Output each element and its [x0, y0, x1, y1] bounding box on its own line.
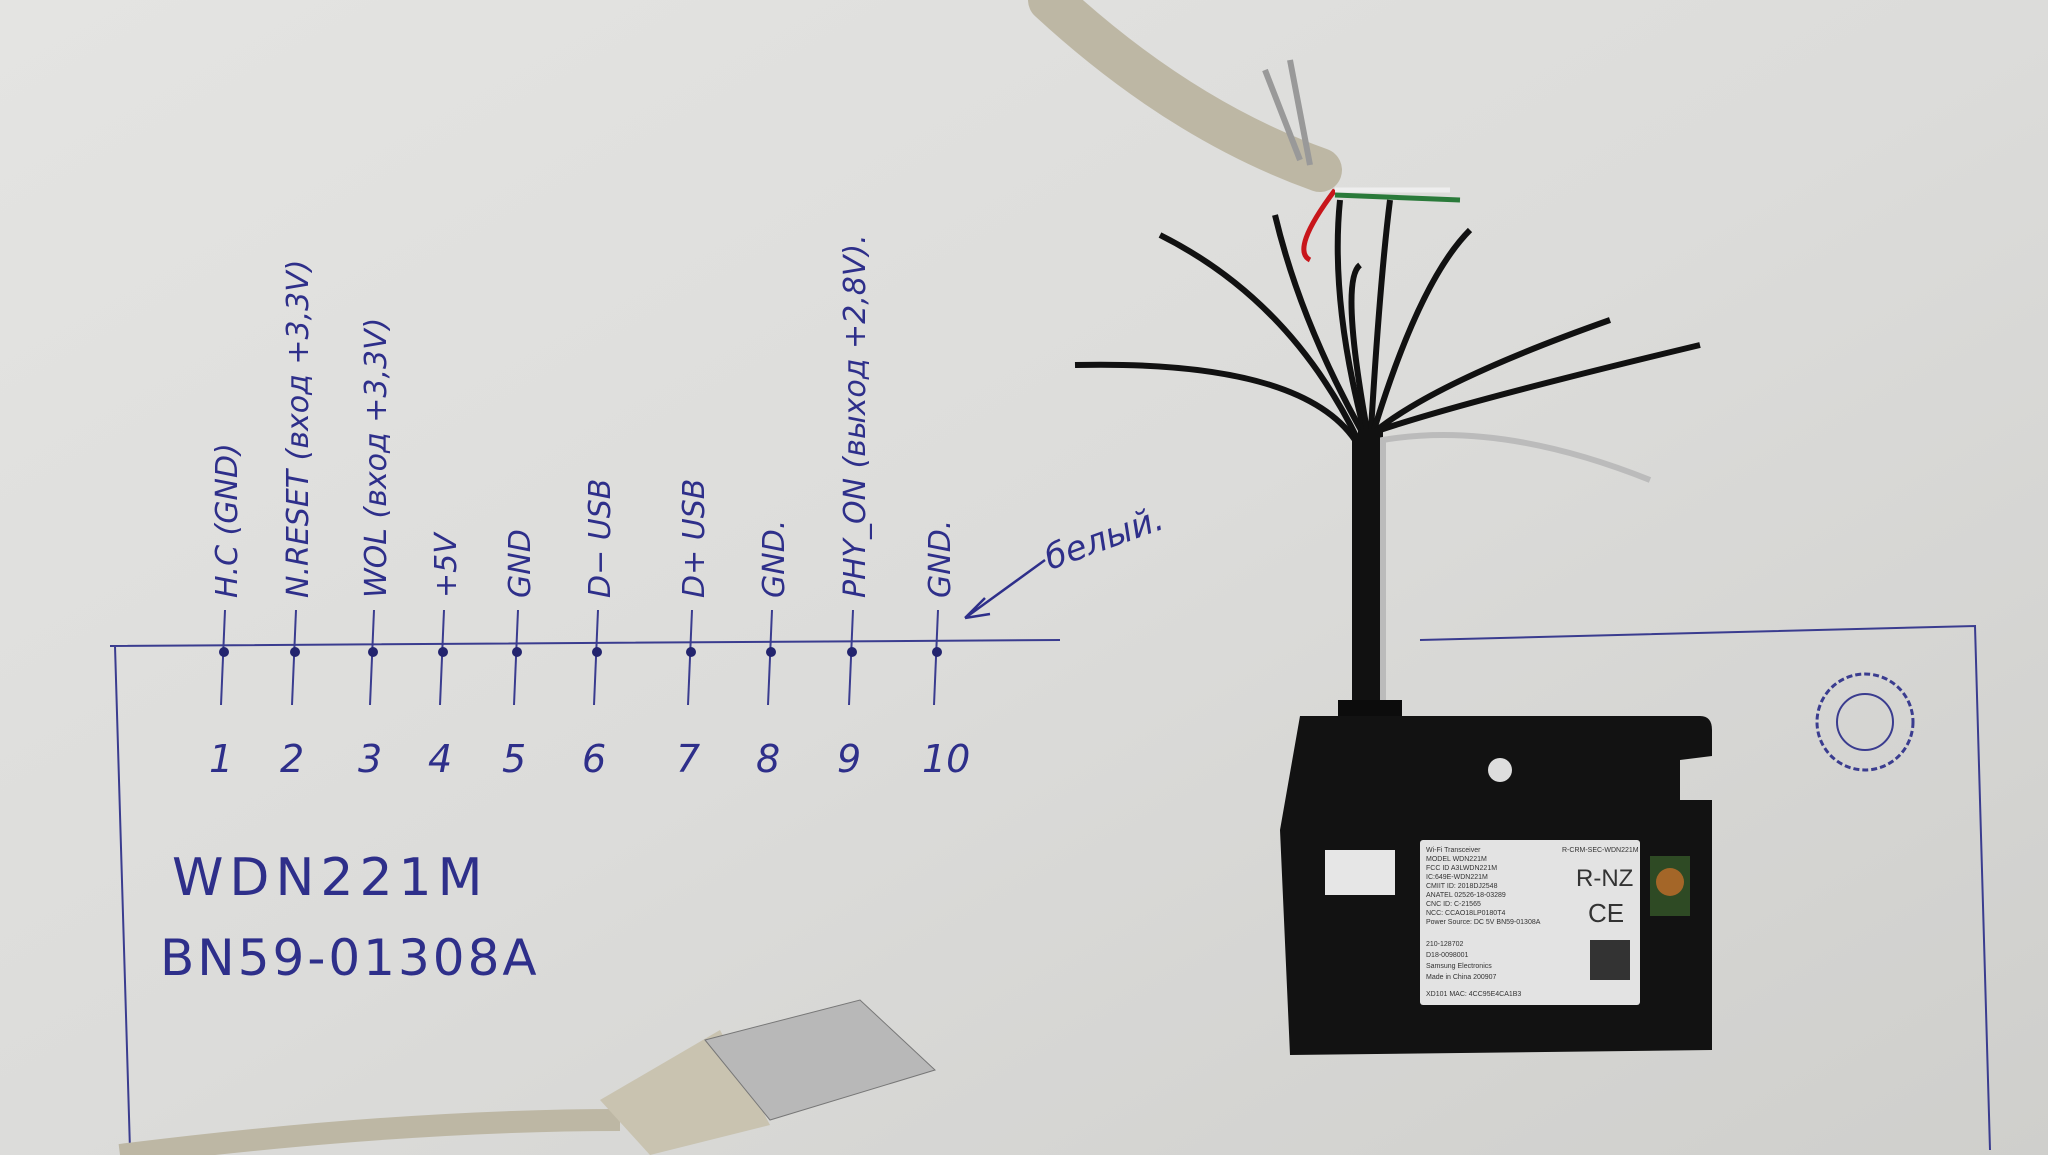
arrow-annotation — [964, 558, 1046, 620]
label-line: ANATEL 02526-18-03289 — [1426, 892, 1506, 899]
usb-plug-metal — [704, 999, 936, 1121]
ce-mark: CE — [1588, 898, 1624, 928]
qr-code — [1590, 940, 1630, 980]
wire-red — [1301, 188, 1338, 263]
label-line: MODEL WDN221M — [1426, 856, 1487, 863]
maker: Samsung Electronics — [1426, 963, 1492, 970]
pin-tick — [439, 609, 445, 706]
label-line: CMIIT ID: 2018DJ2548 — [1426, 883, 1498, 890]
pin-dot — [592, 647, 602, 657]
part-number-text: BN59-01308A — [160, 929, 540, 987]
pin-tick — [513, 609, 519, 706]
pin-tick — [848, 609, 854, 706]
model-text: WDN221M — [172, 848, 488, 908]
pin-number: 4 — [428, 737, 452, 781]
pin-number: 9 — [837, 737, 861, 781]
drawn-baseline — [109, 624, 1991, 1151]
rnz-mark: R-NZ — [1576, 865, 1633, 892]
pin-label: H.C (GND) — [210, 443, 245, 598]
pin-label: N.RESET (вход +3,3V) — [281, 260, 316, 598]
pin-number: 2 — [280, 737, 304, 781]
label-line: Wi-Fi Transceiver — [1426, 847, 1481, 854]
grey-cable — [1028, 0, 1342, 192]
label-line: Power Source: DC 5V BN59-01308A — [1426, 919, 1541, 926]
made-in: Made in China 200907 — [1426, 974, 1497, 981]
pin-label: PHY_ON (выход +2,8V). — [838, 234, 873, 598]
pin-tick — [369, 609, 375, 706]
pinout-diagram: H.C (GND) 1 N.RESET (вход +3,3V) 2 WOL (вход… — [209, 234, 970, 781]
antenna-port — [1656, 868, 1684, 896]
pin-number: 7 — [676, 737, 700, 781]
label-line: CNC ID: C-21565 — [1426, 901, 1481, 908]
doodle-inner — [1836, 693, 1894, 751]
pin-dot — [766, 647, 776, 657]
pin-label: GND. — [923, 520, 958, 598]
pin-number: 10 — [922, 737, 970, 781]
wire-green — [1334, 192, 1461, 203]
pin-number: 1 — [209, 737, 233, 781]
pin-number: 5 — [502, 737, 526, 781]
doodle-circle — [1815, 672, 1915, 772]
pin-dot — [438, 647, 448, 657]
jp-code-1: 210-128702 — [1426, 941, 1463, 948]
pin-label: D+ USB — [677, 479, 712, 598]
module-connector — [1325, 850, 1395, 895]
mac-address: XD101 MAC: 4CC95E4CA1B3 — [1426, 991, 1521, 998]
pin-tick — [767, 609, 773, 706]
pin-label: +5V — [429, 531, 464, 598]
pin-tick — [687, 609, 693, 706]
pin-tick — [593, 609, 599, 706]
kc-code: R-CRM-SEC-WDN221M — [1562, 847, 1639, 854]
pin-number: 6 — [582, 737, 606, 781]
shield-braid — [1262, 59, 1313, 166]
module-hole — [1488, 758, 1512, 782]
usb-cable — [118, 1109, 621, 1155]
ribbon-wires — [1074, 199, 1701, 705]
pin-dot — [686, 647, 696, 657]
pin-label: D− USB — [583, 479, 618, 598]
pin-number: 3 — [358, 737, 382, 781]
pin-dot — [847, 647, 857, 657]
pin-tick — [291, 609, 297, 706]
pin-tick — [933, 609, 939, 706]
pin-dot — [219, 647, 229, 657]
pin-dot — [368, 647, 378, 657]
label-line: FCC ID A3LWDN221M — [1426, 865, 1497, 872]
pin-label: WOL (вход +3,3V) — [359, 318, 394, 598]
label-line: IC:649E-WDN221M — [1426, 874, 1488, 881]
pin-dot — [290, 647, 300, 657]
pin-dot — [512, 647, 522, 657]
pin-number: 8 — [756, 737, 780, 781]
pin-label: GND — [503, 529, 538, 598]
pin-label: GND. — [757, 520, 792, 598]
pin-dot — [932, 647, 942, 657]
jp-code-2: D18-0098001 — [1426, 952, 1469, 959]
pin-tick — [220, 609, 226, 706]
label-line: NCC: CCAO18LP0180T4 — [1426, 910, 1505, 917]
